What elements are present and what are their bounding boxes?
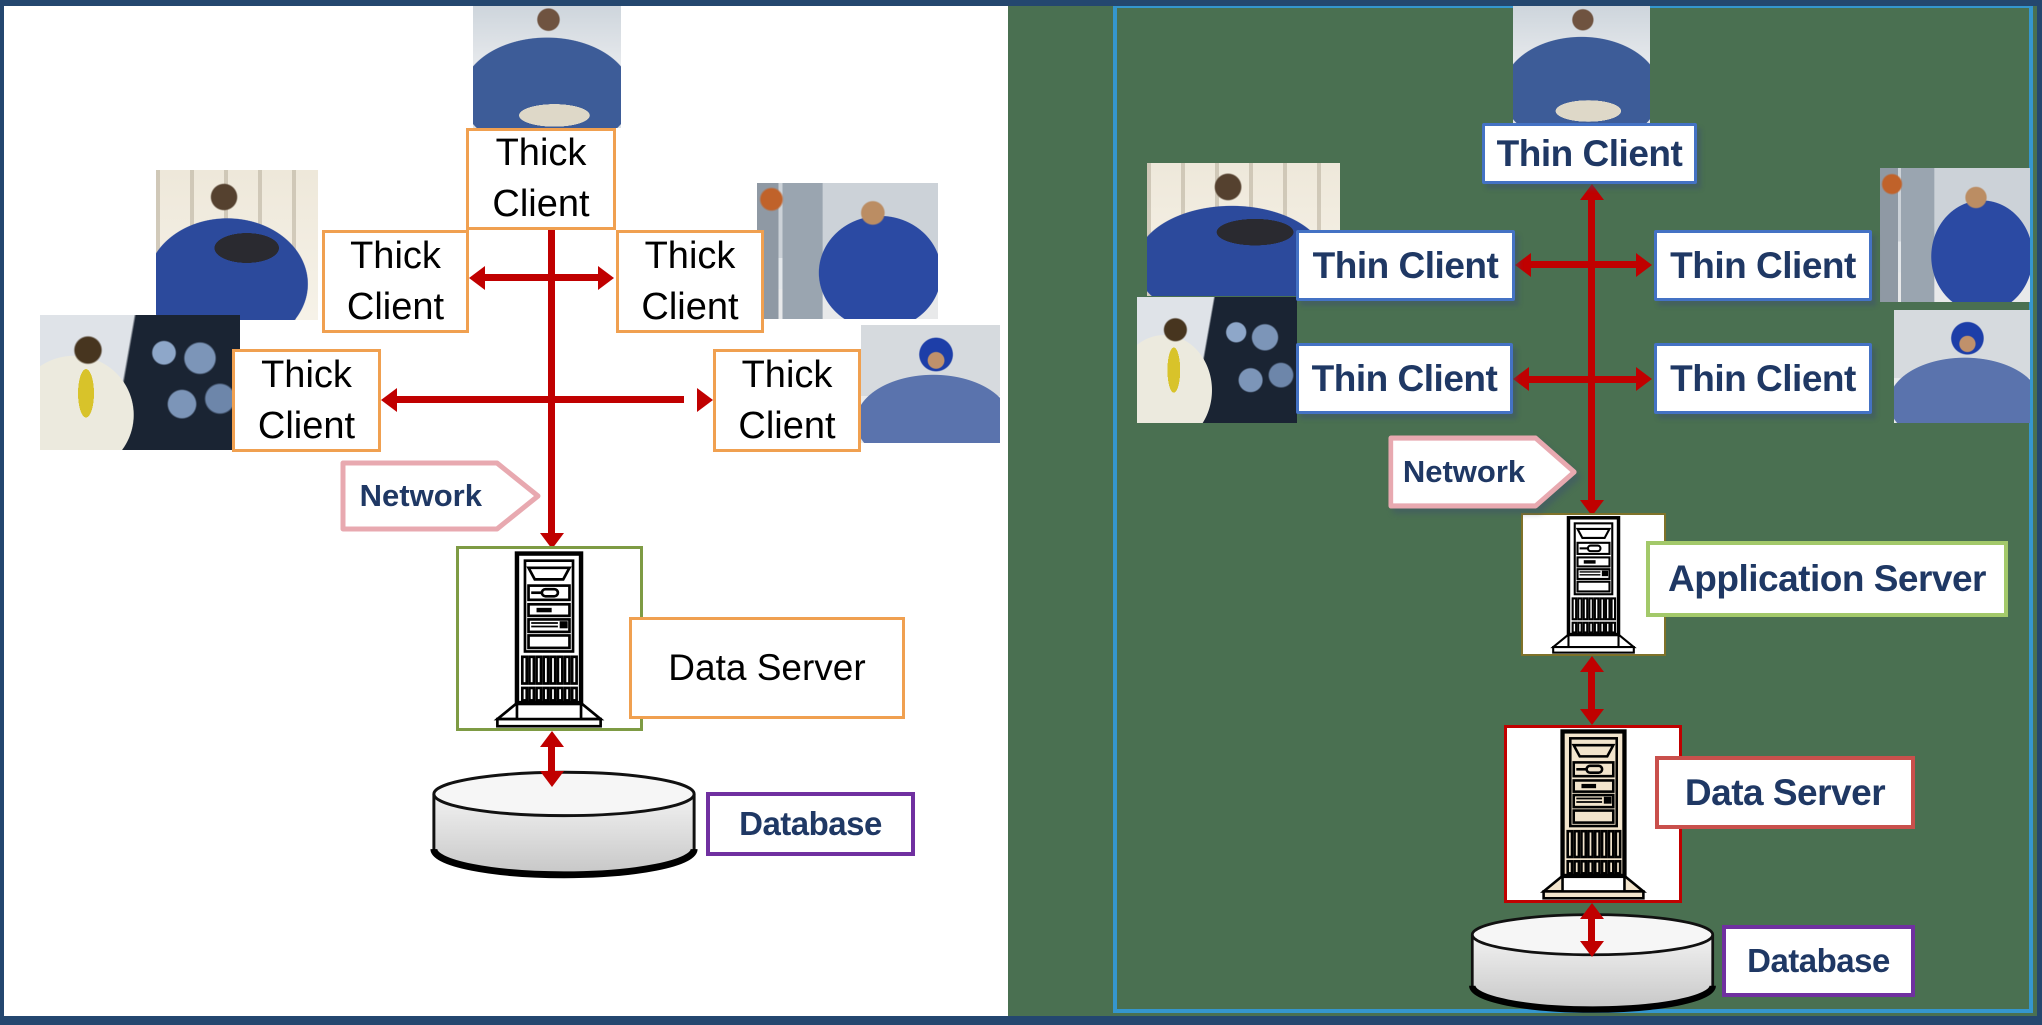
- arrowhead-down-icon: [540, 771, 564, 787]
- network-bus-horizontal-line-row2: [396, 396, 684, 403]
- arrowhead-up-icon: [540, 731, 564, 747]
- photo-woman-at-workstation: [757, 183, 938, 319]
- frame-top: [0, 0, 2042, 6]
- arrowhead-left-icon: [469, 266, 485, 290]
- data-server-label-left: Data Server: [629, 617, 905, 719]
- data-server-text: Data Server: [1684, 771, 1886, 813]
- frame-left: [0, 0, 4, 1025]
- arrowhead-up-icon: [1580, 184, 1604, 200]
- database-text: Database: [739, 805, 882, 842]
- thin-client-label: Thin Client: [1311, 357, 1498, 399]
- arrowhead-right-icon: [1636, 367, 1652, 391]
- arrowhead-up-icon: [1580, 656, 1604, 672]
- arrowhead-down-icon: [1580, 941, 1604, 957]
- thick-client-box-mid-left: Thick Client: [322, 230, 469, 333]
- arrowhead-down-icon: [540, 533, 564, 549]
- arrowhead-right-icon: [697, 388, 713, 412]
- network-bus-horizontal-line-row2: [1528, 376, 1638, 383]
- thick-client-box-low-left: Thick Client: [232, 349, 381, 452]
- network-bus-vertical-line: [1588, 198, 1595, 502]
- photo-nurse-with-tablet: [473, 2, 621, 128]
- arrowhead-left-icon: [381, 388, 397, 412]
- tower-server-icon: [489, 550, 609, 733]
- thick-client-box-top: Thick Client: [466, 128, 616, 230]
- data-server-label-right: Data Server: [1655, 756, 1915, 829]
- frame-right: [2037, 0, 2042, 1025]
- arrowhead-down-icon: [1580, 500, 1604, 516]
- arrowhead-right-icon: [1636, 253, 1652, 277]
- thin-client-label: Thin Client: [1312, 244, 1499, 286]
- photo-doctor-reviewing-brain-scans: [40, 315, 240, 450]
- thin-client-box-low-left: Thin Client: [1296, 343, 1513, 414]
- thick-client-box-low-right: Thick Client: [713, 349, 861, 452]
- app-data-link: [1588, 670, 1595, 712]
- network-pentagon-left: Network: [340, 460, 542, 532]
- network-bus-horizontal-line-row1: [1530, 261, 1638, 268]
- database-text: Database: [1747, 942, 1890, 979]
- thick-client-label: Thick Client: [257, 353, 356, 447]
- thin-client-label: Thin Client: [1496, 132, 1683, 174]
- arrowhead-up-icon: [1580, 903, 1604, 919]
- application-server-text: Application Server: [1668, 558, 1986, 599]
- thin-client-box-top: Thin Client: [1482, 123, 1697, 184]
- photo-woman-at-workstation: [1880, 168, 2030, 302]
- server-database-link: [548, 745, 555, 773]
- photo-woman-in-hijab-at-laptop: [861, 325, 1000, 443]
- thick-client-label: Thick Client: [492, 132, 590, 225]
- network-bus-horizontal-line-row1: [484, 274, 599, 281]
- database-label-left: Database: [706, 792, 915, 856]
- network-pentagon-shape: [340, 460, 541, 532]
- photo-woman-in-hijab-at-laptop: [1894, 310, 2030, 423]
- thin-client-box-low-right: Thin Client: [1654, 343, 1872, 414]
- tower-server-icon: [1533, 728, 1654, 905]
- frame-bottom: [0, 1016, 2042, 1025]
- photo-male-nurse-with-tablet: [156, 170, 318, 320]
- arrowhead-down-icon: [1580, 709, 1604, 725]
- arrowhead-left-icon: [1515, 253, 1531, 277]
- thin-client-box-mid-right: Thin Client: [1654, 230, 1872, 301]
- tower-server-icon: [1537, 515, 1650, 659]
- thin-client-label: Thin Client: [1670, 357, 1856, 399]
- data-server-text: Data Server: [668, 647, 866, 688]
- database-label-right: Database: [1722, 925, 1915, 997]
- arrowhead-left-icon: [1513, 367, 1529, 391]
- network-bus-vertical-line: [548, 230, 555, 533]
- photo-doctor-reviewing-brain-scans: [1137, 297, 1297, 423]
- network-label: Network: [1402, 454, 1526, 489]
- photo-nurse-with-tablet: [1513, 3, 1650, 123]
- thick-client-label: Thick Client: [346, 234, 445, 328]
- thin-client-box-mid-left: Thin Client: [1296, 230, 1515, 301]
- network-pentagon-right: Network: [1388, 435, 1578, 509]
- arrowhead-right-icon: [598, 266, 614, 290]
- server-database-link: [1588, 917, 1595, 943]
- thick-client-box-mid-right: Thick Client: [616, 230, 764, 333]
- database-cylinder-left: [426, 768, 702, 886]
- database-cylinder-icon: [430, 770, 698, 879]
- thick-client-label: Thick Client: [738, 353, 836, 447]
- thin-client-label: Thin Client: [1670, 244, 1856, 286]
- network-label: Network: [359, 478, 482, 513]
- application-server-label: Application Server: [1646, 541, 2008, 617]
- thick-client-label: Thick Client: [641, 234, 739, 328]
- network-pentagon-shape: [1388, 435, 1577, 509]
